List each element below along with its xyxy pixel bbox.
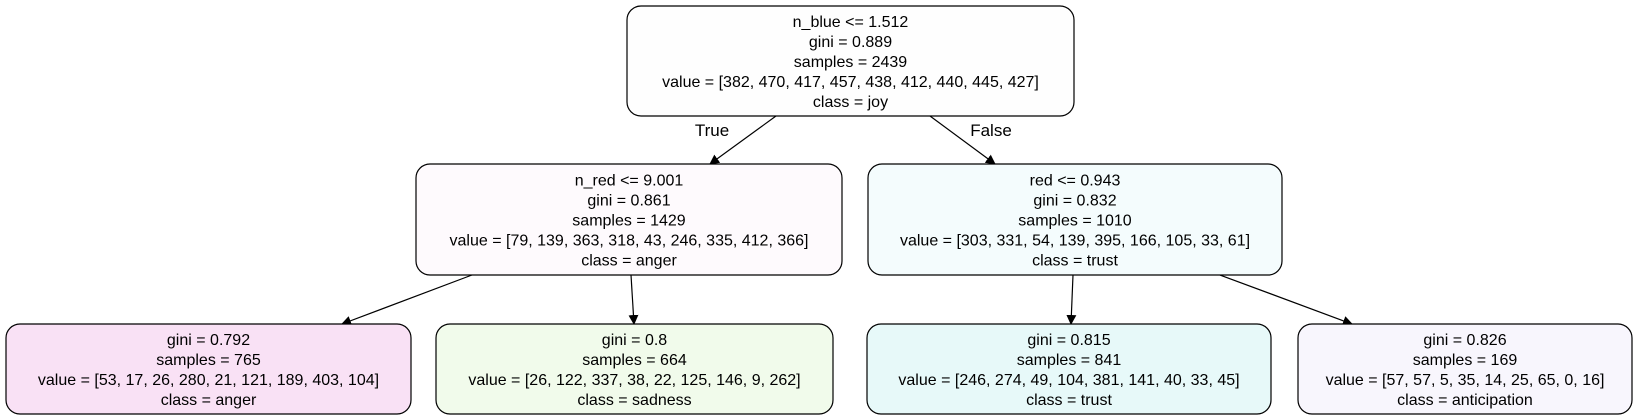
tree-node-leaf4: gini = 0.826 samples = 169 value = [57, 57…	[1297, 323, 1633, 415]
node-text-line: n_blue <= 1.512	[793, 14, 909, 31]
node-text-line: red <= 0.943	[1030, 173, 1121, 190]
node-text-line: samples = 841	[1017, 352, 1122, 369]
edge-arrow-right-leaf3	[1066, 274, 1077, 325]
node-text-line: value = [79, 139, 363, 318, 43, 246, 335…	[450, 233, 809, 250]
edge-arrow-left-leaf1	[341, 274, 473, 326]
node-text-line: value = [57, 57, 5, 35, 14, 25, 65, 0, 1…	[1326, 372, 1605, 389]
node-text-line: value = [246, 274, 49, 104, 381, 141, 40…	[898, 372, 1239, 389]
node-box	[1297, 323, 1633, 415]
node-box	[866, 323, 1272, 415]
tree-node-left: n_red <= 9.001 gini = 0.861 samples = 1429…	[415, 163, 843, 276]
edge-label-true: True	[695, 121, 729, 140]
tree-node-leaf1: gini = 0.792 samples = 765 value = [53, 17…	[5, 323, 412, 415]
nodes-layer: n_blue <= 1.512 gini = 0.889 samples = 243…	[5, 5, 1633, 415]
node-text-line: class = anticipation	[1397, 392, 1533, 409]
node-text-line: samples = 664	[582, 352, 687, 369]
node-box	[867, 163, 1283, 276]
node-text-line: gini = 0.815	[1027, 332, 1110, 349]
node-box	[5, 323, 412, 415]
edge-arrow-left-leaf2	[628, 274, 639, 325]
edge-arrow-root-right	[929, 115, 996, 165]
node-text-line: samples = 765	[156, 352, 261, 369]
node-text-line: value = [303, 331, 54, 139, 395, 166, 10…	[900, 233, 1250, 250]
edge-arrow-root-left	[709, 115, 777, 165]
tree-node-right: red <= 0.943 gini = 0.832 samples = 1010 va…	[867, 163, 1283, 276]
tree-node-root: n_blue <= 1.512 gini = 0.889 samples = 243…	[626, 5, 1075, 117]
node-text-line: class = joy	[813, 94, 888, 111]
node-text-line: gini = 0.832	[1033, 193, 1116, 210]
edge-label-false: False	[970, 121, 1012, 140]
node-text-line: samples = 1429	[572, 213, 686, 230]
node-text-line: value = [382, 470, 417, 457, 438, 412, 4…	[662, 74, 1039, 91]
node-text-line: samples = 1010	[1018, 213, 1132, 230]
node-text-line: gini = 0.792	[167, 332, 250, 349]
node-text-line: value = [26, 122, 337, 38, 22, 125, 146,…	[468, 372, 800, 389]
node-text-line: gini = 0.8	[602, 332, 667, 349]
node-box	[626, 5, 1075, 117]
node-text-line: gini = 0.826	[1423, 332, 1506, 349]
tree-node-leaf2: gini = 0.8 samples = 664 value = [26, 122,…	[435, 323, 834, 415]
edges-layer: True False	[341, 115, 1353, 326]
node-text-line: gini = 0.889	[809, 34, 892, 51]
node-text-line: n_red <= 9.001	[575, 173, 684, 190]
tree-node-leaf3: gini = 0.815 samples = 841 value = [246, 2…	[866, 323, 1272, 415]
node-text-line: gini = 0.861	[587, 193, 670, 210]
node-text-line: class = sadness	[577, 392, 691, 409]
node-text-line: value = [53, 17, 26, 280, 21, 121, 189, …	[38, 372, 379, 389]
node-text-line: class = trust	[1032, 253, 1118, 270]
node-text-line: class = anger	[581, 253, 677, 270]
node-text-line: samples = 2439	[794, 54, 908, 71]
node-text-line: class = trust	[1026, 392, 1112, 409]
edge-arrow-right-leaf4	[1219, 274, 1353, 326]
node-text-line: samples = 169	[1413, 352, 1518, 369]
node-box	[435, 323, 834, 415]
node-text-line: class = anger	[161, 392, 257, 409]
node-box	[415, 163, 843, 276]
